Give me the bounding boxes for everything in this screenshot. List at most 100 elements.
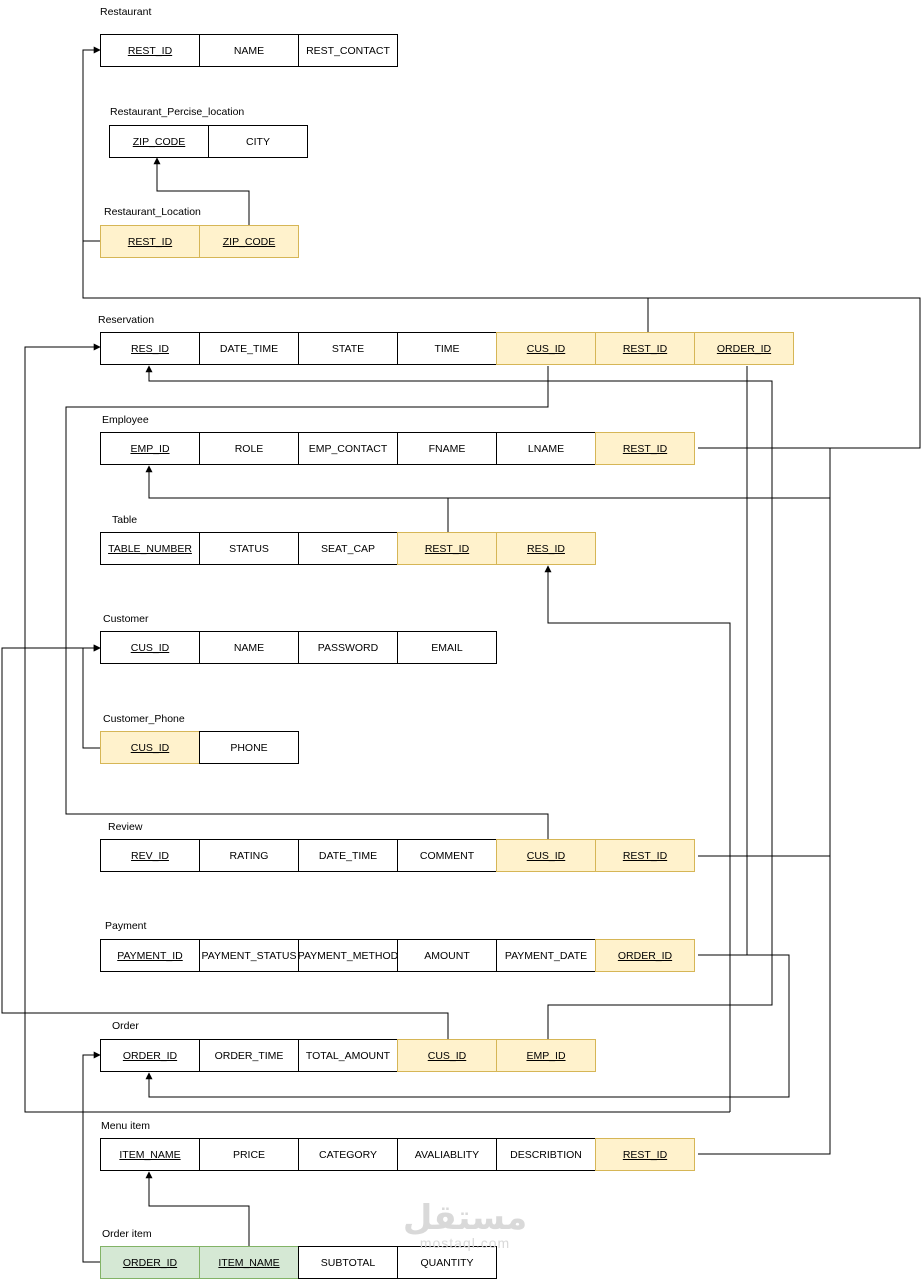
review-field-rating: RATING xyxy=(199,839,299,872)
line-orderitem-item-to-menuitem xyxy=(145,1171,250,1246)
line-employee-rest-to-restaurant xyxy=(648,297,921,449)
menu-item-field-item-name: ITEM_NAME xyxy=(100,1138,200,1171)
restaurant-field-name: NAME xyxy=(199,34,299,67)
payment-field-payment-method: PAYMENT_METHOD xyxy=(298,939,398,972)
line-orderitem-order-to-order xyxy=(82,1051,101,1263)
order-item-field-subtotal: SUBTOTAL xyxy=(298,1246,398,1279)
menu-item-field-avaliablity: AVALIABLITY xyxy=(397,1138,497,1171)
employee-field-role: ROLE xyxy=(199,432,299,465)
review-field-rev-id: REV_ID xyxy=(100,839,200,872)
customer-field-password: PASSWORD xyxy=(298,631,398,664)
payment-field-order-id: ORDER_ID xyxy=(595,939,695,972)
employee-field-rest-id: REST_ID xyxy=(595,432,695,465)
line-restloc-zip-to-percise xyxy=(153,157,250,225)
line-restloc-restid-to-restaurant xyxy=(82,46,101,242)
reservation-field-order-id: ORDER_ID xyxy=(694,332,794,365)
reservation-field-cus-id: CUS_ID xyxy=(496,332,596,365)
table-title-review: Review xyxy=(108,821,143,833)
customer-field-cus-id: CUS_ID xyxy=(100,631,200,664)
table-title-payment: Payment xyxy=(105,920,147,932)
line-order-emp-to-employee xyxy=(145,365,773,1039)
customer-field-name: NAME xyxy=(199,631,299,664)
restaurant-field-rest-contact: REST_CONTACT xyxy=(298,34,398,67)
table-title-customer-phone: Customer_Phone xyxy=(103,713,185,725)
table-title-restaurant: Restaurant xyxy=(100,6,152,18)
table-title-menu-item: Menu item xyxy=(101,1120,151,1132)
line-order-cus-to-customer xyxy=(1,644,449,1039)
reservation-field-state: STATE xyxy=(298,332,398,365)
customer-field-email: EMAIL xyxy=(397,631,497,664)
line-order-loop-to-reservation xyxy=(24,343,730,1113)
review-field-date-time: DATE_TIME xyxy=(298,839,398,872)
line-reservation-cus-to-customer xyxy=(65,366,549,839)
order-item-field-order-id: ORDER_ID xyxy=(100,1246,200,1279)
reservation-field-res-id: RES_ID xyxy=(100,332,200,365)
table-title-reservation: Reservation xyxy=(98,314,155,326)
employee-field-emp-id: EMP_ID xyxy=(100,432,200,465)
table-title-table: Table xyxy=(112,514,138,526)
reservation-field-date-time: DATE_TIME xyxy=(199,332,299,365)
restaurant-location-field-rest-id: REST_ID xyxy=(100,225,200,258)
line-employee-arrow-from-right xyxy=(145,465,830,499)
table-title-order: Order xyxy=(112,1020,139,1032)
customer-phone-field-cus-id: CUS_ID xyxy=(100,731,200,764)
restaurant-percise-location-field-city: CITY xyxy=(208,125,308,158)
order-item-field-quantity: QUANTITY xyxy=(397,1246,497,1279)
restaurant-field-rest-id: REST_ID xyxy=(100,34,200,67)
payment-field-payment-id: PAYMENT_ID xyxy=(100,939,200,972)
order-field-emp-id: EMP_ID xyxy=(496,1039,596,1072)
table-field-status: STATUS xyxy=(199,532,299,565)
table-title-customer: Customer xyxy=(103,613,149,625)
order-field-order-time: ORDER_TIME xyxy=(199,1039,299,1072)
payment-field-amount: AMOUNT xyxy=(397,939,497,972)
reservation-field-rest-id: REST_ID xyxy=(595,332,695,365)
customer-phone-field-phone: PHONE xyxy=(199,731,299,764)
menu-item-field-price: PRICE xyxy=(199,1138,299,1171)
table-title-restaurant-percise-location: Restaurant_Percise_location xyxy=(110,106,245,118)
review-field-cus-id: CUS_ID xyxy=(496,839,596,872)
reservation-field-time: TIME xyxy=(397,332,497,365)
order-field-order-id: ORDER_ID xyxy=(100,1039,200,1072)
menu-item-field-category: CATEGORY xyxy=(298,1138,398,1171)
payment-field-payment-status: PAYMENT_STATUS xyxy=(199,939,299,972)
restaurant-percise-location-field-zip-code: ZIP_CODE xyxy=(109,125,209,158)
order-item-field-item-name: ITEM_NAME xyxy=(199,1246,299,1279)
table-field-seat-cap: SEAT_CAP xyxy=(298,532,398,565)
table-field-table-number: TABLE_NUMBER xyxy=(100,532,200,565)
review-field-comment: COMMENT xyxy=(397,839,497,872)
order-field-total-amount: TOTAL_AMOUNT xyxy=(298,1039,398,1072)
payment-field-payment-date: PAYMENT_DATE xyxy=(496,939,596,972)
line-reservation-rest-to-restaurant xyxy=(82,241,649,332)
menu-item-field-rest-id: REST_ID xyxy=(595,1138,695,1171)
review-field-rest-id: REST_ID xyxy=(595,839,695,872)
employee-field-fname: FNAME xyxy=(397,432,497,465)
line-table-res-to-reservation xyxy=(544,565,731,1112)
menu-item-field-describtion: DESCRIBTION xyxy=(496,1138,596,1171)
restaurant-location-field-zip-code: ZIP_CODE xyxy=(199,225,299,258)
table-field-rest-id: REST_ID xyxy=(397,532,497,565)
table-field-res-id: RES_ID xyxy=(496,532,596,565)
employee-field-emp-contact: EMP_CONTACT xyxy=(298,432,398,465)
employee-field-lname: LNAME xyxy=(496,432,596,465)
line-vertical-rest-trunk xyxy=(698,448,831,1155)
order-field-cus-id: CUS_ID xyxy=(397,1039,497,1072)
table-title-order-item: Order item xyxy=(102,1228,152,1240)
table-title-employee: Employee xyxy=(102,414,149,426)
line-payment-order-to-order xyxy=(145,954,790,1098)
table-title-restaurant-location: Restaurant_Location xyxy=(104,206,201,218)
